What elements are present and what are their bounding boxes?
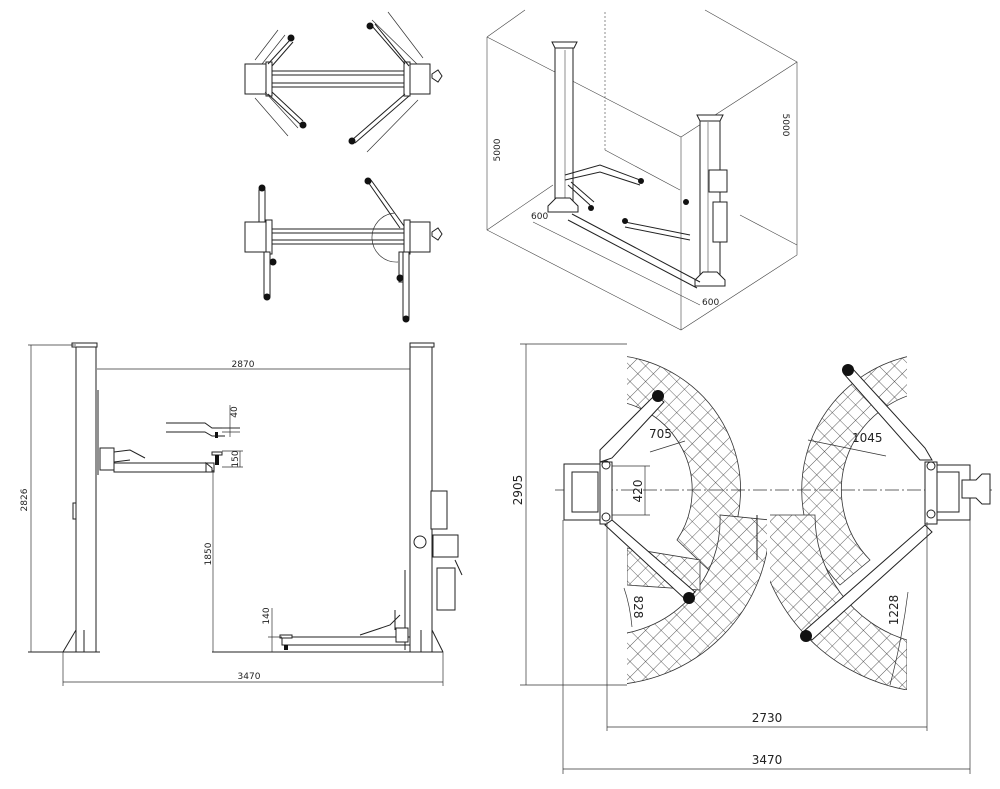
lift-pad [287,34,295,42]
isometric-view: 5000 5000 600 600 [486,9,798,331]
iso-depth-left: 600 [531,212,548,222]
lowered-arm [281,636,411,646]
lift-pad [683,592,695,604]
dim-overall-width: 3470 [238,672,261,682]
dim-max-lift-height: 1850 [204,542,214,565]
lift-pad [366,22,374,30]
envelope-top [486,9,798,138]
dim-long-arm-max: 1228 [887,595,901,626]
dim-pad-adjust: 40 [230,406,240,418]
plan-view-angled-arms [244,11,443,153]
lift-pad [800,630,812,642]
dim-long-arm-min: 1045 [852,431,883,445]
dim-overall-height: 2826 [20,488,30,511]
dim-column-spacing: 420 [631,480,645,503]
long-arm [802,524,933,641]
plan-left-carriage [599,461,613,525]
iso-height-left: 5000 [493,138,503,161]
iso-arm [564,164,641,186]
arm [267,39,294,67]
long-arm [604,519,696,601]
iso-column-right [699,119,721,283]
lift-pad [842,364,854,376]
dim-min-pad-height: 140 [262,607,272,624]
lift-pad [348,137,356,145]
iso-control-box [708,169,728,193]
left-column-base [244,63,268,95]
iso-column-left [554,47,574,211]
dim-drive-through: 2730 [752,711,783,725]
motor [436,567,456,611]
right-column [409,345,433,653]
power-unit-icon [431,69,443,83]
iso-arm [624,221,691,241]
iso-height-right: 5000 [780,114,790,137]
dim-pad-height: 150 [231,450,241,467]
ghost-arm [166,422,240,437]
iso-power-unit [712,201,728,243]
iso-depth-right: 600 [702,298,719,308]
iso-floor-plate [567,213,701,289]
dim-overall-depth: 2905 [511,475,525,506]
dim-plan-overall-width: 3470 [752,753,783,767]
right-carriage [403,61,411,97]
plan-power-unit [961,473,991,505]
front-elevation-view: 2826 2870 3470 40 150 1850 140 [20,342,463,686]
lift-pad [652,390,664,402]
pump [432,534,459,558]
dim-inner-width: 2870 [232,360,255,370]
left-sweep-area [627,356,767,684]
plan-view-arm-sweep: 2905 420 705 1045 828 1228 2730 3470 [511,343,995,774]
raised-arm [113,462,215,473]
arm [371,23,410,67]
left-column [75,345,97,653]
control-box [430,490,448,530]
arm [351,93,410,144]
left-carriage [265,61,273,97]
right-column-base [409,63,431,95]
plan-view-folded-arms [244,177,443,323]
right-sweep-area [770,356,907,690]
lift-pad [299,121,307,129]
dim-short-arm-max: 828 [631,596,645,619]
dim-short-arm-min: 705 [649,427,672,441]
arm [267,91,304,125]
